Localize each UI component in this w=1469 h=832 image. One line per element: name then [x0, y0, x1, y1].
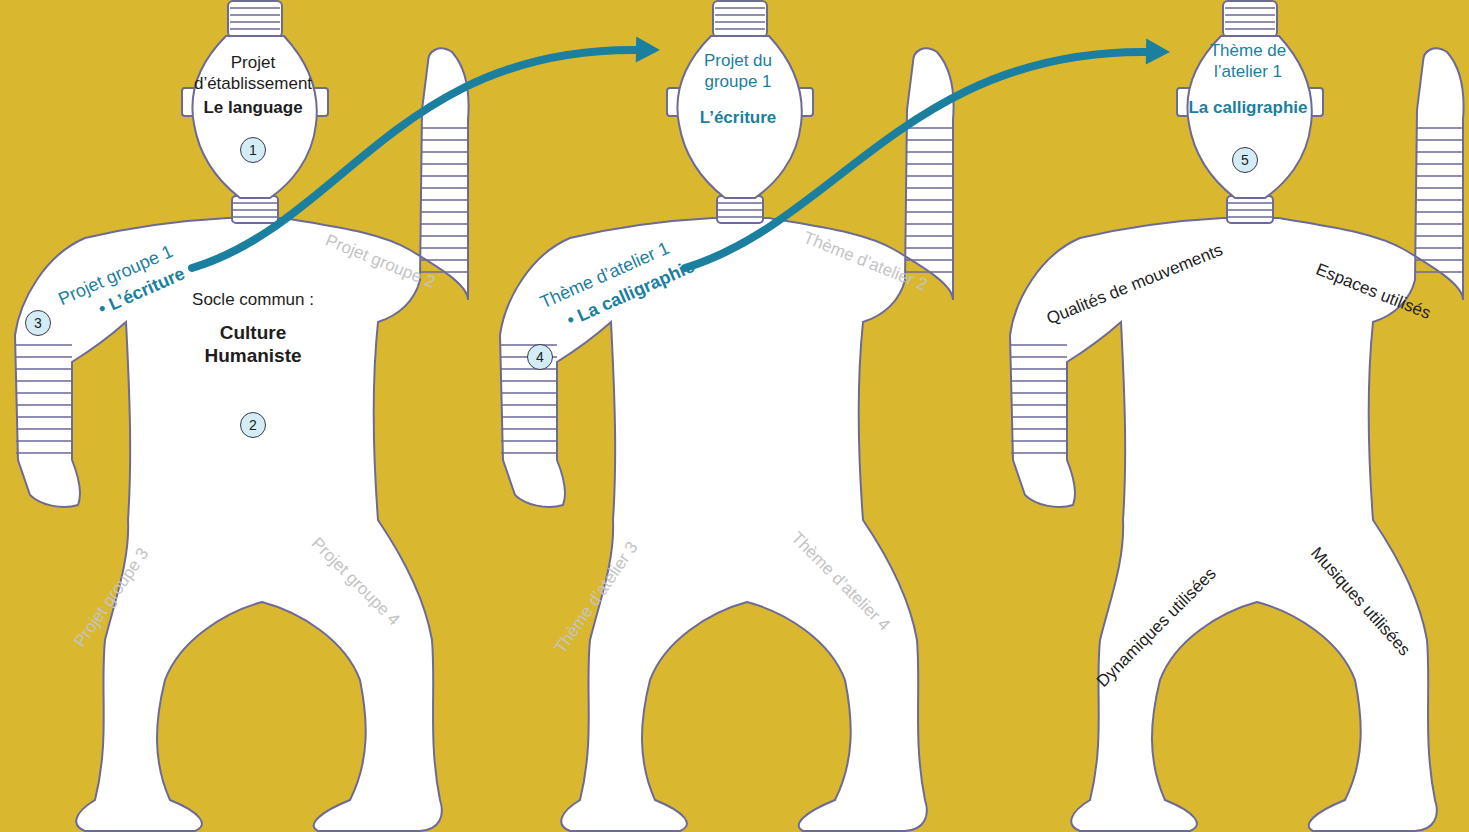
arrow-head — [636, 37, 660, 63]
callout-number: 1 — [240, 137, 266, 163]
figure-body: Qualités de mouvementsEspaces utilisésDy… — [995, 210, 1469, 832]
arrow-head — [1146, 39, 1170, 65]
callout-number: 3 — [25, 310, 51, 336]
figure-text: Thème de l’atelier 1 — [1193, 41, 1303, 82]
figure-text: Projet d’établissement — [183, 53, 323, 94]
figure-head: Projet d’établissement Le language — [175, 0, 335, 226]
callout-number: 5 — [1232, 147, 1258, 173]
figure-head: Projet du groupe 1 L’écriture — [660, 0, 820, 226]
figure-text: Socle commun : — [192, 290, 314, 311]
figure-head: Thème de l’atelier 1 La calligraphie — [1170, 0, 1330, 226]
figure-text: Projet du groupe 1 — [688, 51, 788, 92]
figure-text: Le language — [203, 98, 302, 119]
figure-body: Socle commun :Culture HumanisteProjet gr… — [0, 210, 480, 832]
figure-body: Thème d’atelier 1• La calligraphieThème … — [485, 210, 965, 832]
figure-text: Culture Humaniste — [198, 321, 308, 367]
callout-number: 4 — [527, 344, 553, 370]
callout-number: 2 — [240, 412, 266, 438]
figure-text: L’écriture — [700, 108, 777, 129]
figure-text: La calligraphie — [1188, 98, 1307, 119]
